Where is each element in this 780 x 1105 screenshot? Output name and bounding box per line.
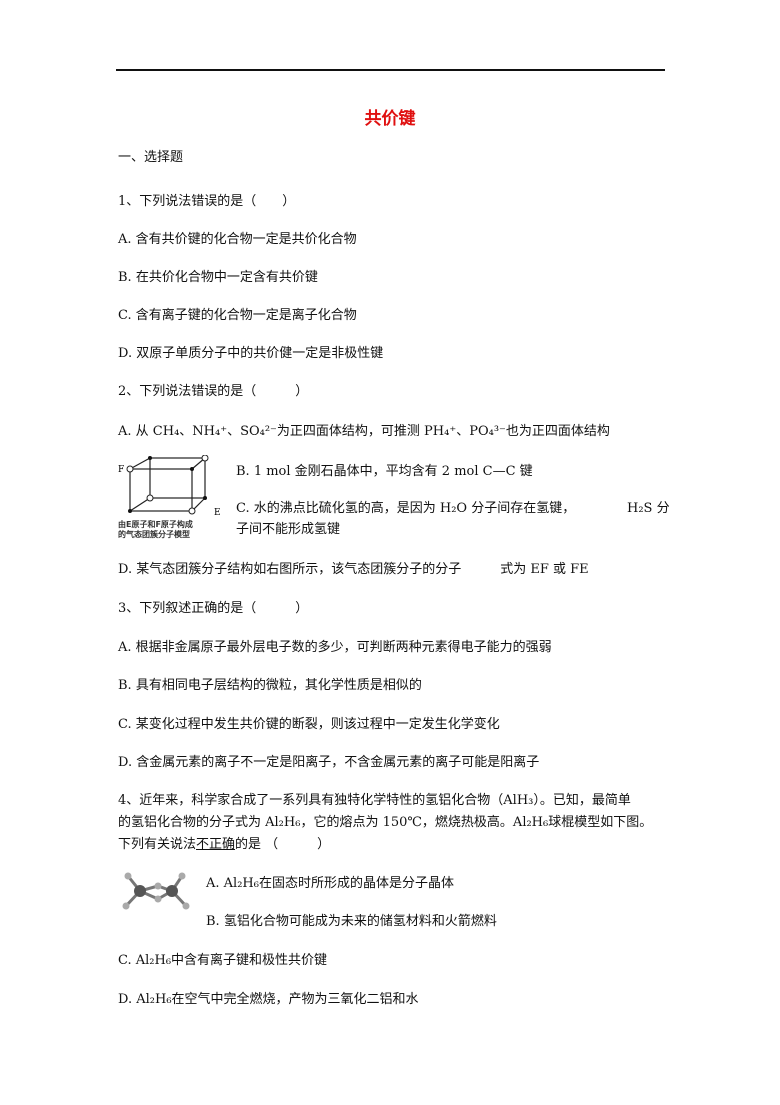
q2-option-d: D. 某气态团簇分子结构如右图所示，该气态团簇分子的分子 式为 EF 或 FE (118, 562, 589, 577)
q1-option-d: D. 双原子单质分子中的共价健一定是非极性键 (118, 346, 384, 361)
label-f: F (118, 465, 124, 475)
q2-option-c: C. 水的沸点比硫化氢的高，是因为 H₂O 分子间存在氢键， (236, 501, 576, 516)
q4-stem-line1: 4、近年来，科学家合成了一系列具有独特化学特性的氢铝化合物（AlH₃）。已知，最… (118, 793, 631, 808)
q1-option-b: B. 在共价化合物中一定含有共价键 (118, 270, 318, 285)
page-title: 共价键 (364, 109, 416, 129)
q4-option-c: C. Al₂H₆中含有离子键和极性共价键 (118, 953, 328, 968)
cluster-cube-figure: F E (118, 455, 221, 518)
q1-option-c: C. 含有离子键的化合物一定是离子化合物 (118, 308, 357, 323)
q4-option-b: B. 氢铝化合物可能成为未来的储氢材料和火箭燃料 (206, 914, 497, 929)
q4-option-a: A. Al₂H₆在固态时所形成的晶体是分子晶体 (206, 876, 454, 891)
q2-option-b: B. 1 mol 金刚石晶体中，平均含有 2 mol C—C 键 (236, 464, 533, 479)
q1-option-a: A. 含有共价键的化合物一定是共价化合物 (118, 232, 357, 247)
q1-stem: 1、下列说法错误的是（ ） (118, 194, 296, 209)
q3-stem: 3、下列叙述正确的是（ ） (118, 601, 309, 616)
section-heading: 一、选择题 (118, 150, 184, 165)
header-rule (116, 69, 665, 71)
q4-stem-line2: 的氢铝化合物的分子式为 Al₂H₆，它的熔点为 150℃，燃烧热极高。Al₂H₆… (118, 815, 653, 830)
q2-option-a: A. 从 CH₄、NH₄⁺、SO₄²⁻为正四面体结构，可推测 PH₄⁺、PO₄³… (118, 424, 610, 439)
label-e: E (214, 508, 221, 518)
q4-option-d: D. Al₂H₆在空气中完全燃烧，产物为三氧化二铝和水 (118, 992, 419, 1007)
al2h6-ball-stick-model (122, 872, 190, 910)
q3-option-b: B. 具有相同电子层结构的微粒，其化学性质是相似的 (118, 678, 422, 693)
q2-stem: 2、下列说法错误的是（ ） (118, 384, 309, 399)
q3-option-a: A. 根据非金属原子最外层电子数的多少，可判断两种元素得电子能力的强弱 (118, 640, 552, 655)
q2-option-c-tail: H₂S 分 (627, 501, 670, 516)
q3-option-d: D. 含金属元素的离子不一定是阳离子，不含金属元素的离子可能是阳离子 (118, 755, 540, 770)
figure-caption: 由E原子和F原子构成的气态团簇分子模型 (118, 520, 193, 539)
q3-option-c: C. 某变化过程中发生共价键的断裂，则该过程中一定发生化学变化 (118, 717, 500, 732)
q2-option-c-line2: 子间不能形成氢键 (236, 522, 341, 537)
q4-stem-line3: 下列有关说法不正确的是 （ ） (118, 837, 331, 852)
